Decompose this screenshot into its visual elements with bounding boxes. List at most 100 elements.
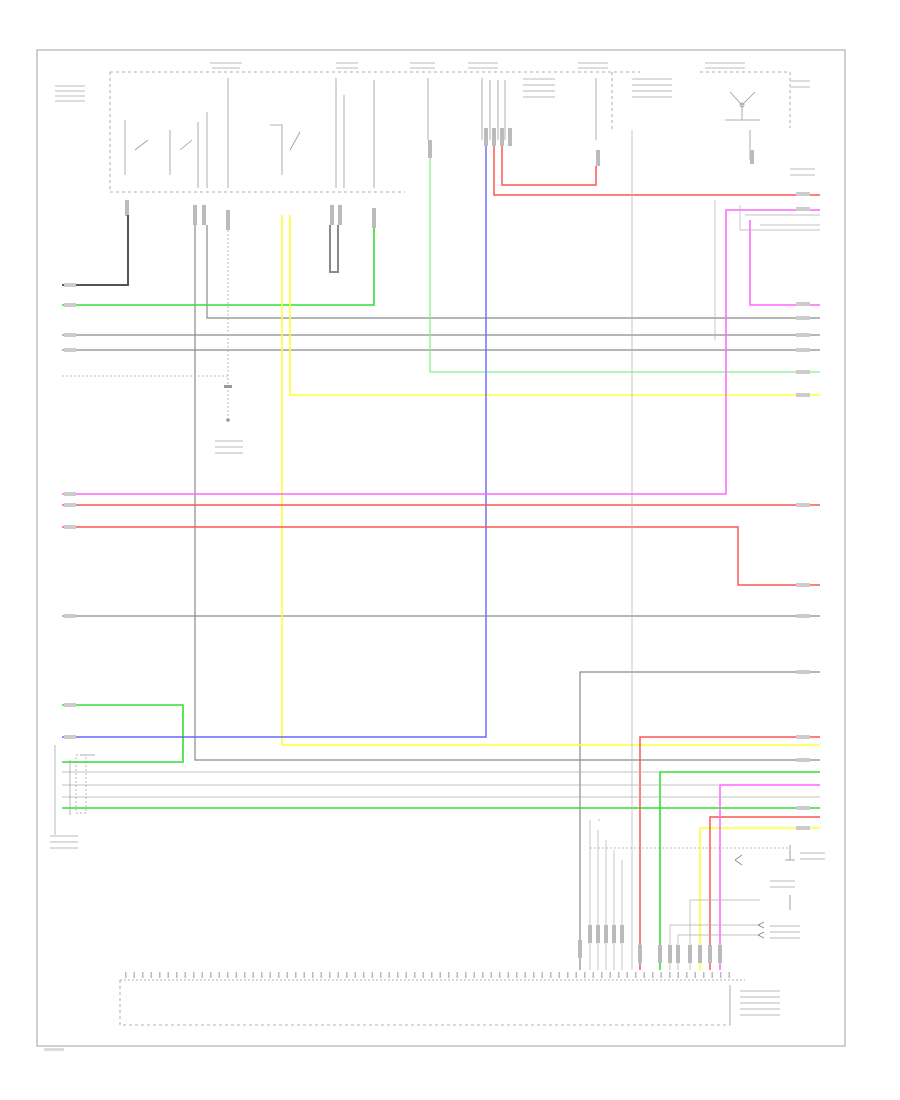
gray-wires bbox=[62, 225, 820, 970]
module-pin bbox=[397, 972, 399, 978]
module-pin bbox=[142, 972, 144, 978]
dashed-wires bbox=[62, 230, 790, 849]
module-pin bbox=[354, 972, 356, 978]
module-pin bbox=[448, 972, 450, 978]
wire-pink-3 bbox=[719, 784, 820, 970]
module-pin bbox=[210, 972, 212, 978]
diagram-border bbox=[36, 49, 846, 1047]
module-pin bbox=[405, 972, 407, 978]
module-pin bbox=[575, 972, 577, 978]
blue-wires bbox=[62, 146, 487, 738]
module-pin bbox=[711, 972, 713, 978]
module-pin bbox=[694, 972, 696, 978]
light-green-wires bbox=[429, 158, 820, 373]
top-connectors bbox=[125, 128, 754, 230]
left-wire-ends bbox=[64, 283, 76, 739]
module-connectors bbox=[578, 925, 722, 963]
module-pin bbox=[125, 972, 127, 978]
module-pin bbox=[167, 972, 169, 978]
pink-wires bbox=[62, 209, 820, 970]
wire-gray-1 bbox=[206, 225, 820, 319]
module-pin bbox=[201, 972, 203, 978]
label-marks bbox=[44, 62, 825, 1051]
wire-green-4 bbox=[659, 771, 820, 970]
wire-green-1 bbox=[62, 228, 375, 306]
module-pin bbox=[677, 972, 679, 978]
module-pin bbox=[558, 972, 560, 978]
wire-yellow-3 bbox=[699, 827, 820, 970]
wire-blue-1 bbox=[62, 146, 487, 738]
module-pin bbox=[320, 972, 322, 978]
dark-wires bbox=[62, 215, 129, 286]
module-pin bbox=[652, 972, 654, 978]
module-pin bbox=[176, 972, 178, 978]
module-pin bbox=[235, 972, 237, 978]
module-pin bbox=[312, 972, 314, 978]
module-pin bbox=[252, 972, 254, 978]
module-pin bbox=[703, 972, 705, 978]
top-component-boundary bbox=[109, 72, 405, 193]
right-wire-ends bbox=[796, 192, 810, 830]
wire-red-5 bbox=[639, 736, 820, 970]
wire-green-2 bbox=[62, 704, 184, 763]
module-pin bbox=[269, 972, 271, 978]
wire-pink-1 bbox=[62, 209, 820, 495]
right-bus-wires bbox=[62, 130, 820, 970]
module-pin bbox=[261, 972, 263, 978]
wire-dark-1 bbox=[62, 215, 129, 286]
module-pin bbox=[244, 972, 246, 978]
module-pin-row bbox=[125, 972, 730, 978]
wire-red-1 bbox=[493, 146, 820, 196]
module-pin bbox=[218, 972, 220, 978]
module-pin bbox=[609, 972, 611, 978]
module-pin bbox=[286, 972, 288, 978]
module-pin bbox=[414, 972, 416, 978]
module-pin bbox=[431, 972, 433, 978]
module-pin bbox=[388, 972, 390, 978]
top-components bbox=[109, 71, 791, 193]
bottom-module bbox=[119, 979, 745, 1026]
module-pin bbox=[626, 972, 628, 978]
wire-red-4 bbox=[62, 526, 820, 586]
module-pin bbox=[337, 972, 339, 978]
module-pin bbox=[567, 972, 569, 978]
module-pin bbox=[686, 972, 688, 978]
module-pin bbox=[482, 972, 484, 978]
switch-symbol bbox=[227, 78, 301, 188]
module-pin bbox=[329, 972, 331, 978]
module-pin bbox=[278, 972, 280, 978]
module-pin bbox=[643, 972, 645, 978]
module-pin bbox=[193, 972, 195, 978]
module-pin bbox=[227, 972, 229, 978]
module-pin bbox=[499, 972, 501, 978]
wire-red-6 bbox=[709, 816, 820, 970]
module-pin bbox=[507, 972, 509, 978]
sensor-arrow-1 bbox=[734, 854, 743, 866]
module-pin bbox=[490, 972, 492, 978]
module-pin bbox=[346, 972, 348, 978]
module-pin bbox=[184, 972, 186, 978]
module-pin bbox=[669, 972, 671, 978]
module-pin bbox=[363, 972, 365, 978]
wire-yellow-2 bbox=[281, 215, 820, 746]
wire-yellow-1 bbox=[289, 215, 820, 396]
wire-red-2 bbox=[501, 146, 597, 186]
module-pin bbox=[295, 972, 297, 978]
module-pin bbox=[533, 972, 535, 978]
module-pin bbox=[380, 972, 382, 978]
module-pin bbox=[159, 972, 161, 978]
module-pin bbox=[541, 972, 543, 978]
module-pin bbox=[371, 972, 373, 978]
relay-symbol bbox=[124, 120, 193, 175]
module-pin bbox=[524, 972, 526, 978]
sensor-arrow-3 bbox=[757, 931, 765, 939]
green-wires bbox=[62, 228, 820, 970]
module-pin bbox=[635, 972, 637, 978]
module-pin bbox=[618, 972, 620, 978]
wire-gray-6 bbox=[579, 671, 820, 970]
module-pin bbox=[465, 972, 467, 978]
module-pin bbox=[660, 972, 662, 978]
sensor-arrow-2 bbox=[757, 921, 765, 929]
sensor-symbols bbox=[734, 845, 795, 939]
